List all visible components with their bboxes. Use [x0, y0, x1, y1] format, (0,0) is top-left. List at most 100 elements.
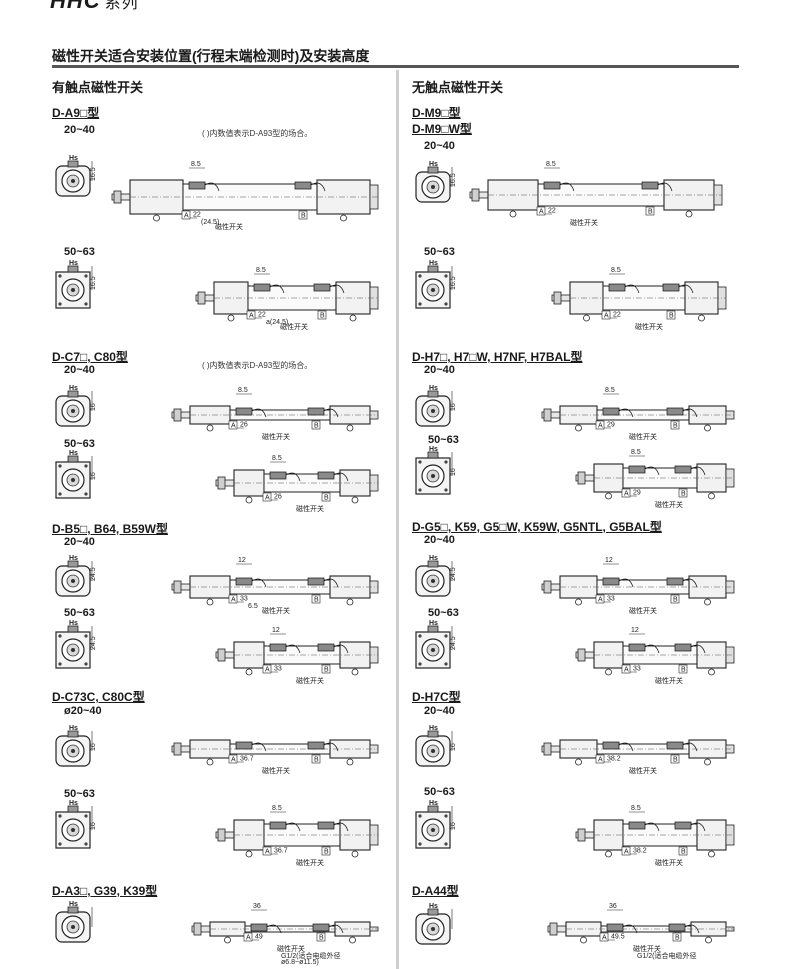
bore-range: 20~40	[64, 536, 95, 548]
dim-b-letter: B	[314, 757, 319, 764]
switch-body	[67, 560, 79, 568]
bore-range-large: 50~63	[428, 434, 459, 446]
bore-range-large: 50~63	[64, 607, 95, 619]
dim-b-letter: B	[681, 667, 686, 674]
tie-rod-hole	[58, 492, 62, 496]
rod-nut	[173, 742, 182, 756]
port	[245, 850, 253, 858]
magnetic-switch	[269, 471, 287, 480]
hs-label: Hs	[69, 620, 78, 627]
model-d-m9: D-M9□型	[412, 106, 461, 120]
top-dim-value: 8.5	[605, 387, 615, 394]
magnetic-switch	[317, 821, 335, 830]
tie-rod-hole	[444, 814, 448, 818]
magnetic-switch	[608, 283, 626, 292]
rod-center	[71, 579, 75, 583]
magnetic-switch	[666, 741, 684, 750]
dim-b-letter: B	[673, 597, 678, 604]
switch-lead-wire	[682, 408, 698, 418]
switch-label: 磁性开关	[629, 766, 657, 775]
rod-center	[431, 409, 435, 413]
tie-rod-hole	[418, 814, 422, 818]
bore-range: 20~40	[424, 534, 455, 546]
head-cover	[684, 281, 719, 315]
bore-range-large: 50~63	[424, 246, 455, 258]
column-divider	[396, 70, 399, 969]
top-dim-value: 12	[238, 557, 246, 564]
rod-center	[71, 478, 75, 482]
magnetic-switch	[543, 181, 561, 190]
rod-center	[431, 474, 435, 478]
switch-body	[427, 730, 439, 738]
port	[153, 214, 160, 222]
rod-nut	[113, 190, 122, 204]
switch-body	[67, 730, 79, 738]
series-code: HHC	[50, 0, 101, 13]
tie-rod-hole	[418, 274, 422, 278]
dim-a-letter: A	[624, 667, 629, 674]
dim-a-value: 38.2	[607, 756, 621, 763]
dim-b-letter: B	[669, 313, 674, 320]
hs-label: Hs	[69, 555, 78, 562]
rod-center	[71, 288, 75, 292]
dim-b-box	[670, 594, 680, 604]
switch-lead-wire	[333, 822, 349, 832]
magnetic-switch	[253, 283, 271, 292]
top-dim-value: 8.5	[272, 455, 282, 462]
switch-lead-wire	[328, 924, 344, 934]
dim-b-box	[678, 664, 688, 674]
dim-b-box	[670, 754, 680, 764]
rod-nut	[577, 471, 586, 485]
switch-lead-wire	[329, 284, 345, 294]
dim-a-value: 36.7	[274, 848, 288, 855]
switch-body	[427, 265, 439, 273]
switch-label: 磁性开关	[296, 504, 324, 513]
bore-range: 20~40	[424, 140, 455, 152]
port	[705, 936, 712, 944]
switch-lead-wire	[684, 924, 700, 934]
switch-label: 磁性开关	[277, 944, 305, 953]
dim-a-letter: A	[624, 849, 629, 856]
dim-a-value: 33	[607, 596, 615, 603]
port	[245, 496, 253, 504]
top-dim-value: 8.5	[631, 449, 641, 456]
magnetic-switch	[294, 181, 312, 190]
port	[708, 850, 715, 858]
bore-range: 20~40	[64, 364, 95, 376]
dim-b-value: 6.5	[248, 603, 258, 610]
magnetic-switch	[188, 181, 206, 190]
tie-rod-hole	[84, 842, 88, 846]
switch-lead-wire	[204, 182, 220, 192]
dim-a-letter: A	[598, 757, 603, 764]
rod-center	[431, 579, 435, 583]
switch-lead-wire	[678, 284, 694, 294]
dim-a-value: 22	[258, 312, 266, 319]
dim-a-box	[262, 492, 272, 502]
dim-a-letter: A	[184, 213, 189, 220]
dim-a-box	[228, 754, 238, 764]
head-cover	[335, 281, 371, 315]
tie-rod-hole	[58, 662, 62, 666]
switch-label: 磁性开关	[280, 322, 308, 331]
hs-label: Hs	[429, 620, 438, 627]
tie-rod-hole	[84, 274, 88, 278]
switch-lead-wire	[644, 822, 660, 832]
tie-rod-hole	[58, 634, 62, 638]
hs-value: 16.5	[90, 276, 97, 290]
port	[509, 210, 517, 218]
dim-b-box	[670, 420, 680, 430]
hs-value: 16	[450, 743, 457, 751]
hs-value: 16.5	[450, 173, 457, 187]
hs-value: 24.5	[450, 636, 457, 650]
port	[340, 214, 347, 222]
